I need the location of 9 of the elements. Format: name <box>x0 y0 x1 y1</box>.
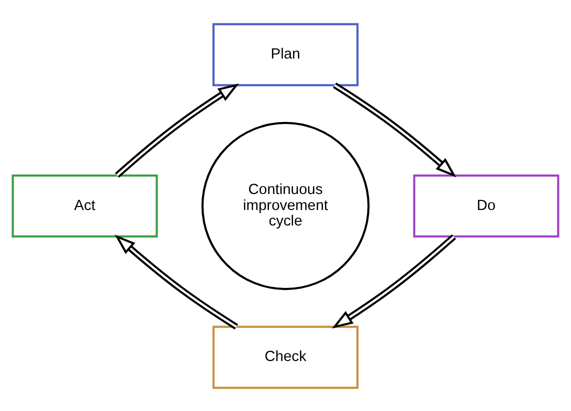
arrow <box>114 82 240 178</box>
node-box: Do <box>413 174 560 238</box>
arrow <box>114 234 238 330</box>
node-circle: Continuous improvement cycle <box>201 121 370 290</box>
node-box: Check <box>212 325 359 388</box>
arrow <box>332 234 456 328</box>
node-box: Plan <box>212 22 359 86</box>
arrow <box>332 82 456 177</box>
node-box: Act <box>12 174 158 238</box>
